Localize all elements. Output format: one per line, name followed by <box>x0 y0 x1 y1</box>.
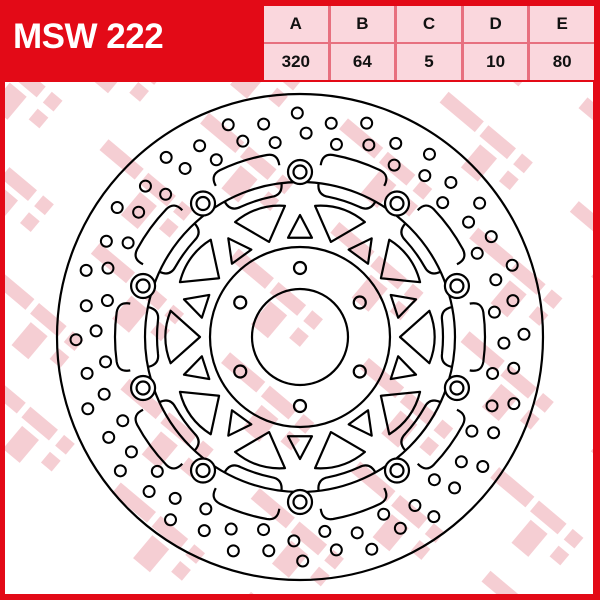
value-c: 5 <box>397 44 461 80</box>
value-a: 320 <box>264 44 328 80</box>
column-header-d: D <box>463 6 528 42</box>
value-e: 80 <box>530 44 594 80</box>
part-number-title: MSW 222 <box>13 17 164 56</box>
column-header-c: C <box>397 6 461 42</box>
column-header-b: B <box>330 6 395 42</box>
drawing-panel <box>5 82 593 594</box>
column-header-a: A <box>264 6 328 42</box>
value-b: 64 <box>330 44 395 80</box>
brake-disc <box>55 92 545 582</box>
value-d: 10 <box>463 44 528 80</box>
brake-disc-drawing <box>5 82 593 594</box>
dimension-table: A B C D E 320 64 5 10 80 <box>264 6 594 80</box>
column-header-e: E <box>530 6 594 42</box>
